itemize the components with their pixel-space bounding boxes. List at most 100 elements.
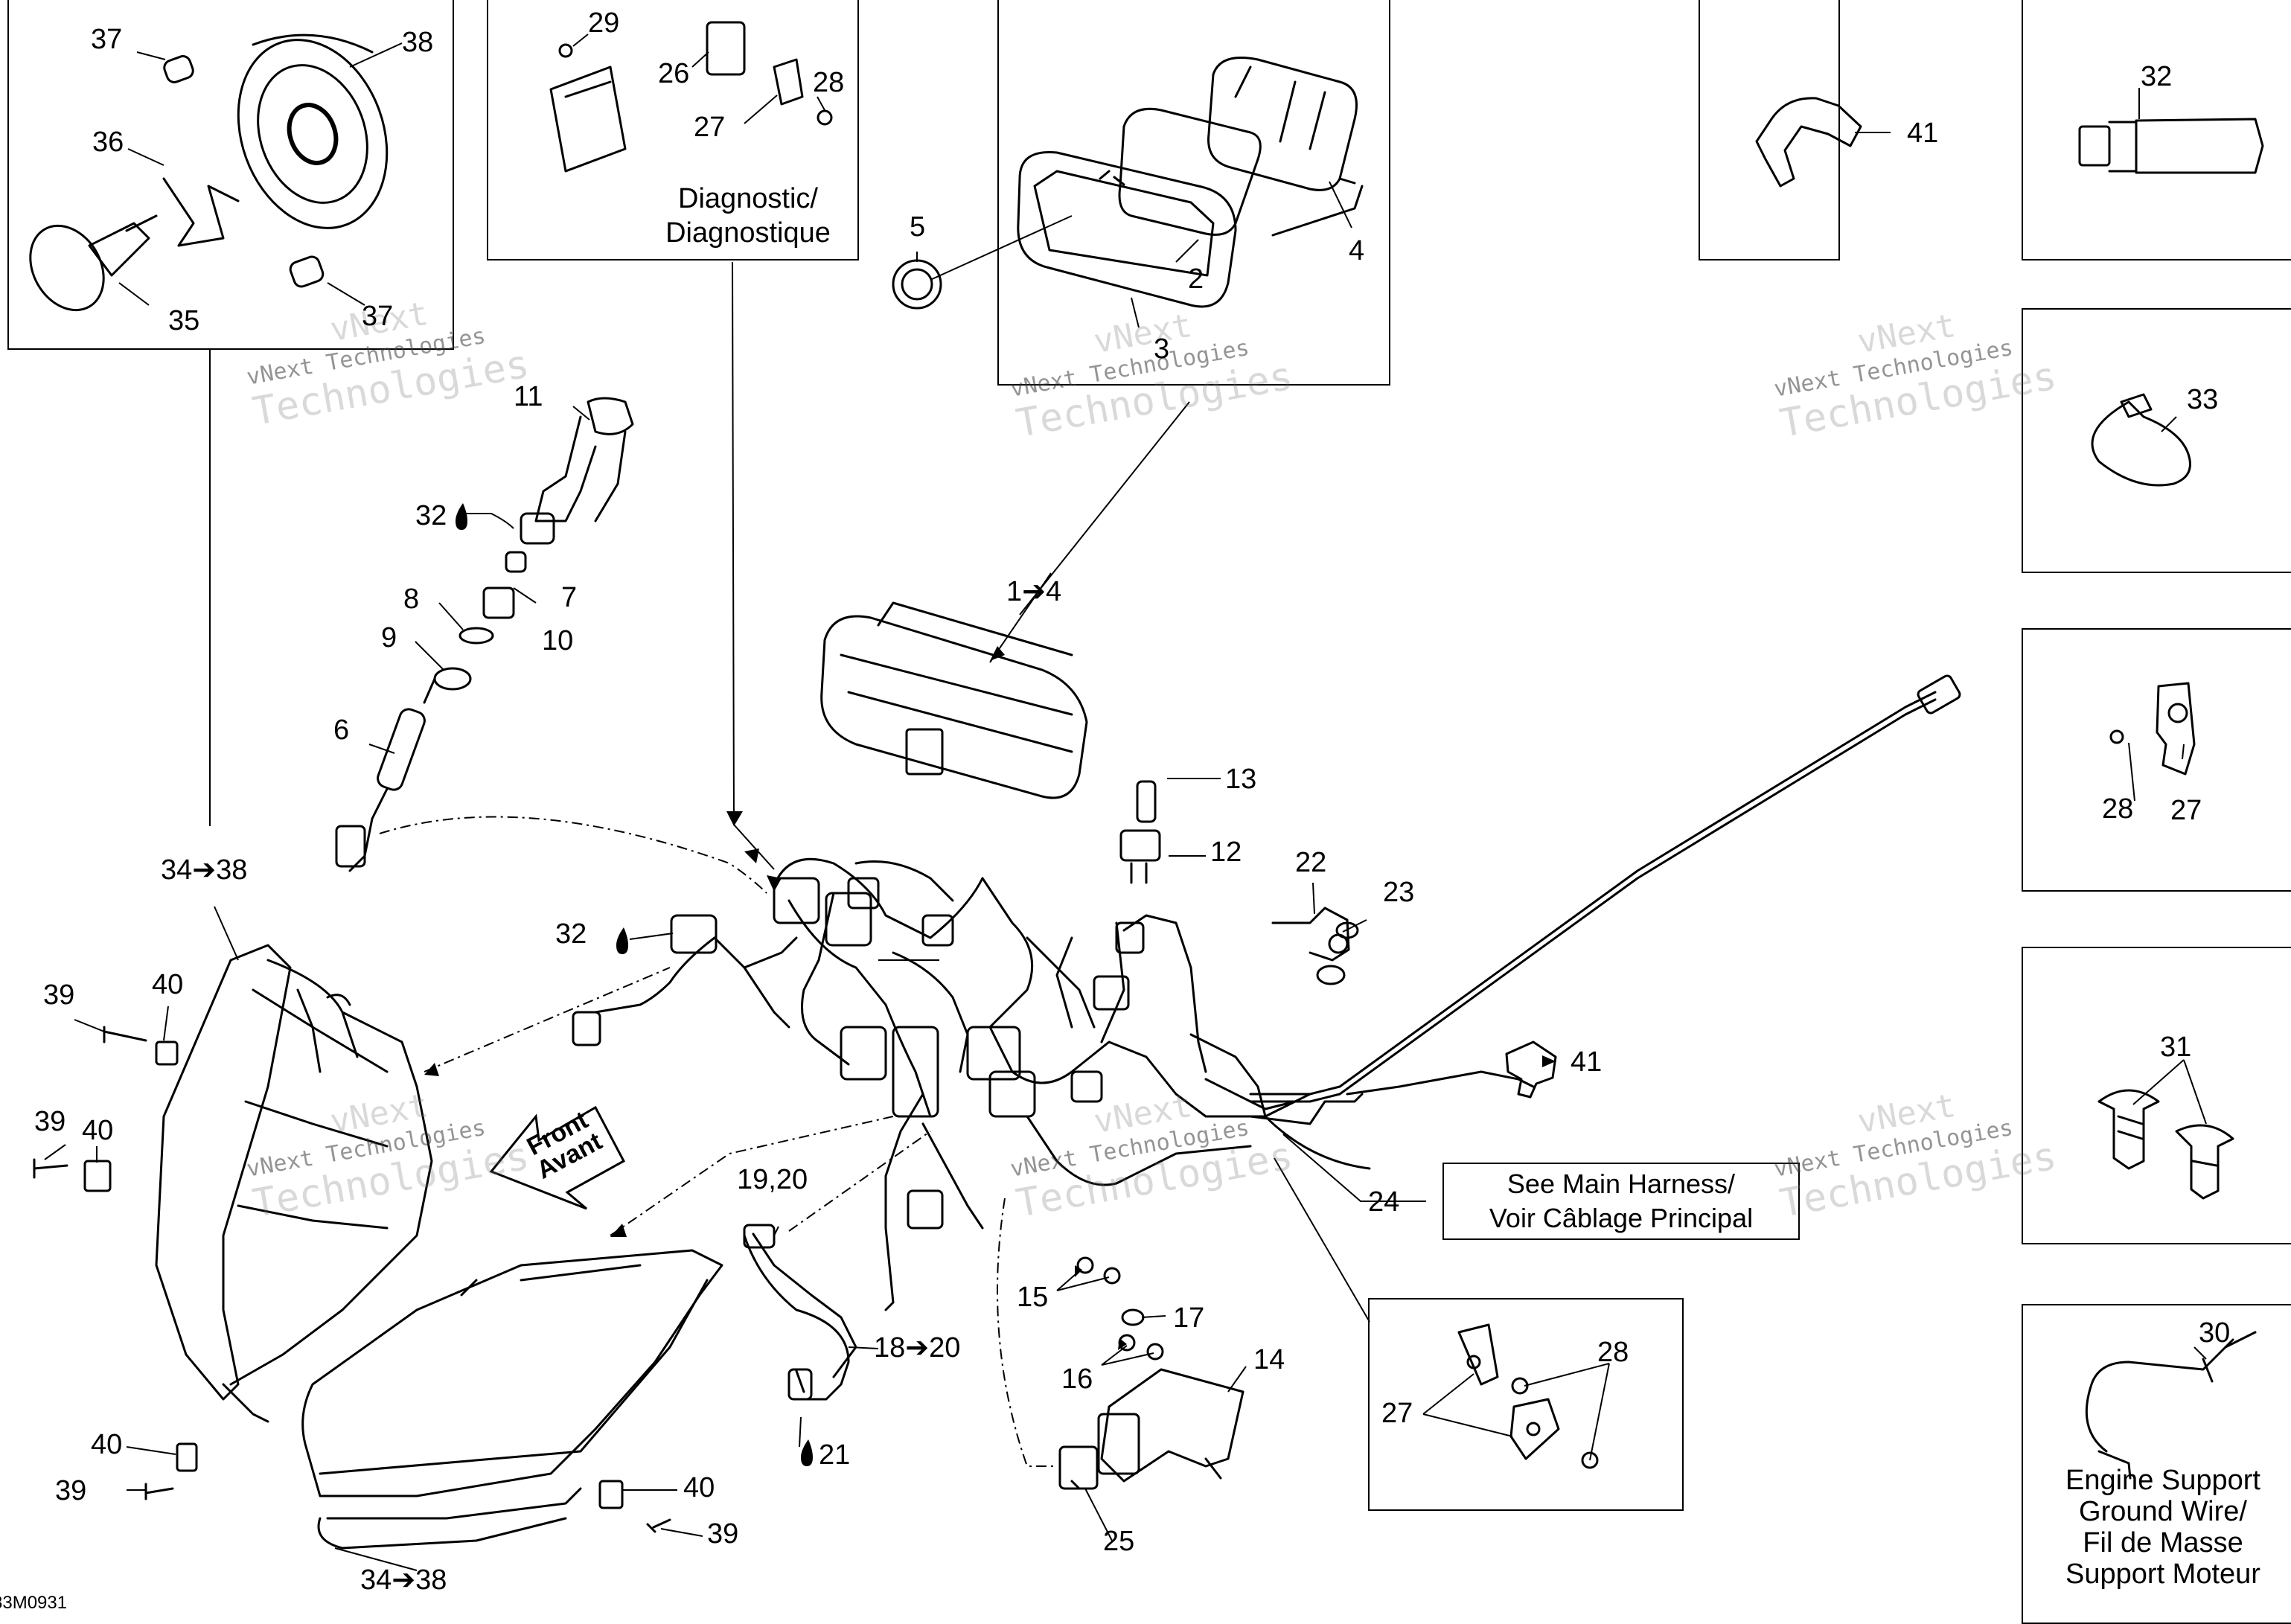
callout-31: 31 (2160, 1032, 2192, 1063)
connector-25-part (1058, 1445, 1099, 1490)
panel-title-engine-support: Engine Support Ground Wire/ Fil de Masse… (2065, 1465, 2260, 1590)
callout-27-diag: 27 (694, 112, 726, 143)
panel-ground-wire-30 (2022, 1304, 2291, 1624)
ring-7 (505, 551, 527, 573)
ground-wire-30-part (2085, 1331, 2257, 1480)
washer-17 (1121, 1308, 1145, 1326)
callout-40-c: 40 (91, 1429, 123, 1460)
callout-37-top: 37 (91, 24, 123, 55)
callout-7: 7 (561, 582, 578, 613)
decal-part (892, 259, 942, 310)
callout-39-a: 39 (43, 979, 75, 1011)
panel-title-diagnostic: Diagnostic/ Diagnostique (665, 183, 831, 249)
callout-28-panel: 28 (2102, 793, 2134, 825)
panel-gauge (997, 0, 1390, 386)
callout-28-clips: 28 (1597, 1337, 1629, 1368)
diag-clip-part (773, 58, 804, 106)
bolt-22-part (1271, 907, 1359, 985)
clip-27-part (2109, 682, 2196, 776)
gauge-lens-part (1118, 107, 1262, 236)
callout-32-harness: 32 (555, 918, 587, 950)
callout-9: 9 (381, 622, 397, 653)
sensor-lead (752, 1233, 857, 1378)
harness-leads (594, 936, 716, 1014)
diagram-code: 83M0931 (0, 1593, 68, 1613)
callout-25: 25 (1103, 1526, 1135, 1557)
nut-16b (1146, 1343, 1164, 1361)
callout-41-main: 41 (1571, 1046, 1603, 1078)
callout-8: 8 (403, 584, 420, 615)
callout-40-a: 40 (152, 969, 184, 1000)
clip-40d (598, 1480, 624, 1509)
clip-40a (155, 1040, 179, 1066)
key-coil-part (520, 397, 634, 545)
callout-36: 36 (92, 127, 124, 158)
panel-strap-33 (2022, 308, 2291, 573)
rivet-31-part (2097, 1089, 2234, 1200)
screw-39c (144, 1483, 174, 1500)
switch-12-part (1119, 780, 1161, 884)
bulb-socket-part (237, 33, 389, 229)
callout-35: 35 (168, 305, 200, 336)
harness-connectors (572, 877, 1145, 1249)
diag-bracket-part (549, 65, 627, 173)
clip-40c (176, 1442, 198, 1472)
callout-40-d: 40 (683, 1472, 715, 1503)
grease-tube-part (2078, 118, 2264, 174)
nut-15a (1076, 1256, 1094, 1274)
nut-9 (433, 667, 472, 691)
cluster-assembly-part (820, 601, 1088, 799)
clip-27-pair (1457, 1323, 1599, 1469)
callout-41-panel: 41 (1907, 118, 1939, 149)
callout-4: 4 (1349, 235, 1365, 266)
callout-11: 11 (514, 381, 543, 412)
panel-grease-32 (2022, 0, 2291, 260)
strap-33-part (2091, 393, 2191, 487)
nut-15b (1103, 1267, 1121, 1285)
callout-13: 13 (1225, 764, 1257, 795)
callout-6: 6 (333, 715, 350, 746)
callout-16: 16 (1061, 1364, 1093, 1395)
callout-19-20: 19,20 (737, 1164, 808, 1195)
callout-34-38-bottom: 34➔38 (360, 1564, 447, 1596)
gauge-bezel-part (1017, 150, 1237, 308)
bushing-37b (289, 255, 325, 288)
panel-rivet-31 (2022, 947, 2291, 1244)
clip-40b (83, 1160, 112, 1192)
bulb-part (29, 214, 158, 312)
screw-39a (103, 1026, 147, 1043)
bezel-10 (482, 586, 515, 619)
panel-clip-27-28 (2022, 628, 2291, 892)
callout-29: 29 (588, 7, 620, 39)
callout-5: 5 (910, 211, 926, 243)
callout-14: 14 (1253, 1344, 1285, 1375)
callout-26: 26 (658, 58, 690, 89)
callout-2: 2 (1188, 263, 1204, 295)
callout-39-d: 39 (707, 1518, 739, 1550)
callout-38: 38 (402, 27, 434, 58)
callout-15: 15 (1017, 1282, 1049, 1313)
callout-22: 22 (1295, 847, 1327, 878)
screw-39d (646, 1518, 671, 1533)
washer-8 (458, 627, 494, 645)
module-14-part (1097, 1368, 1244, 1483)
callout-24: 24 (1368, 1186, 1400, 1218)
callout-27-panel: 27 (2170, 795, 2202, 826)
callout-32-switch: 32 (415, 500, 447, 531)
callout-27-clips: 27 (1381, 1398, 1413, 1429)
callout-3: 3 (1154, 333, 1170, 365)
callout-30: 30 (2199, 1317, 2231, 1349)
gauge-bracket-line (1271, 185, 1364, 237)
screw-39b (33, 1158, 68, 1179)
callout-39-c: 39 (55, 1475, 87, 1506)
wire-spring-part (162, 177, 240, 247)
left-headlight-part (155, 944, 433, 1423)
callout-23: 23 (1383, 877, 1415, 908)
callout-34-38-top: 34➔38 (161, 854, 248, 886)
callout-33: 33 (2187, 384, 2219, 415)
diag-connector-part (706, 21, 746, 76)
callout-10: 10 (542, 625, 574, 656)
panel-headlight-bulb (7, 0, 454, 350)
